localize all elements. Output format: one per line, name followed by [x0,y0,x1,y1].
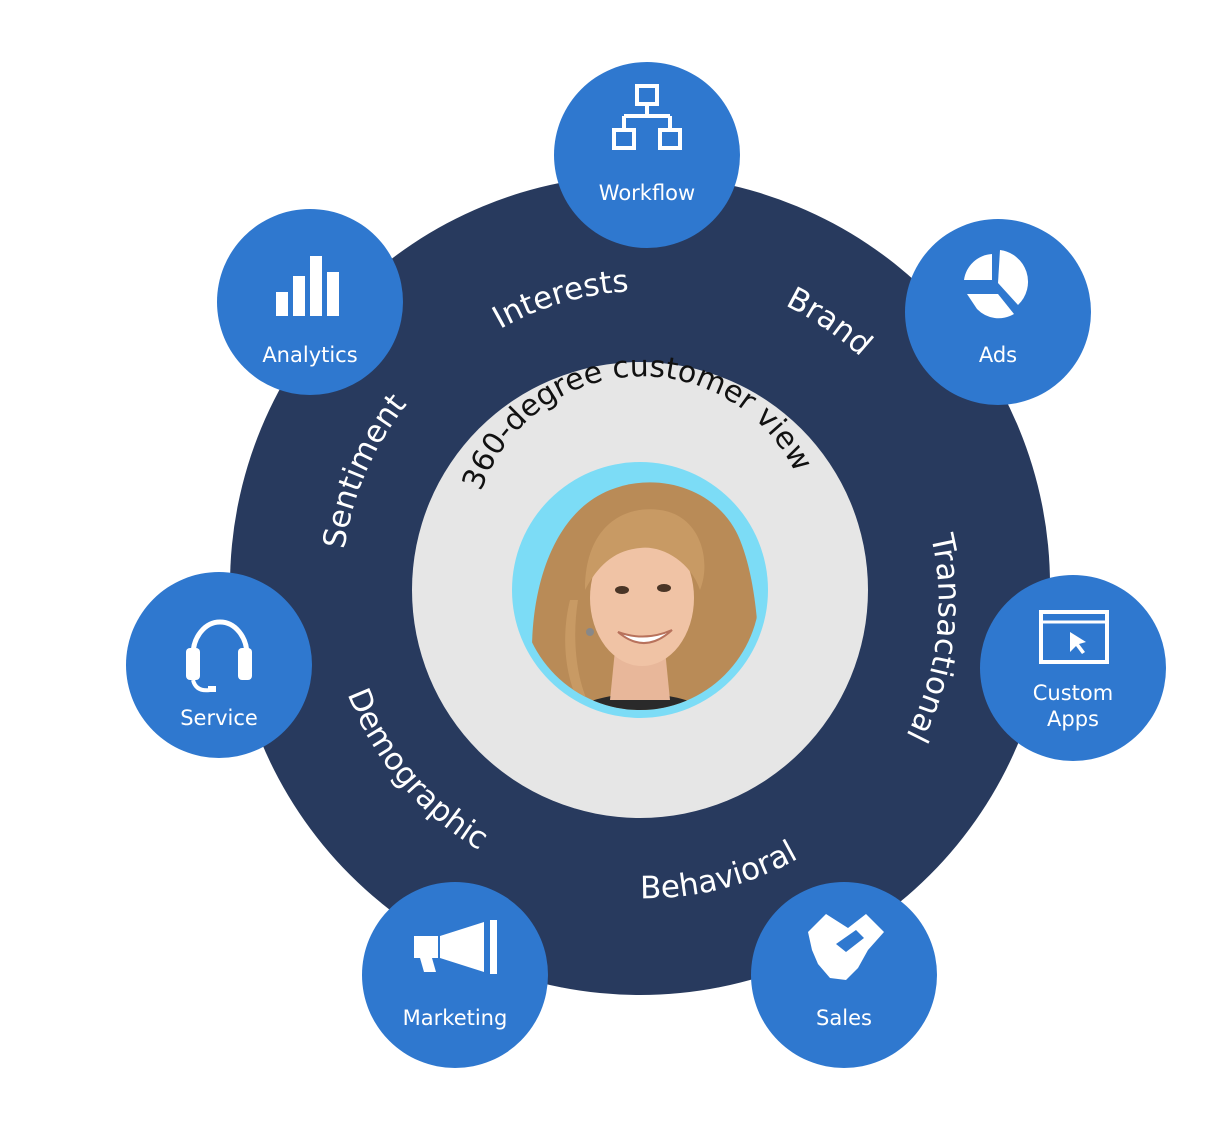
customer-photo [512,462,768,718]
node-ads[interactable]: Ads [905,219,1091,405]
node-custom-apps[interactable]: Custom Apps [980,575,1166,761]
node-custom-apps-label-2: Apps [1047,707,1099,731]
headset-icon [186,619,252,693]
node-analytics-label: Analytics [262,343,357,367]
node-sales-label: Sales [816,1006,872,1030]
node-ads-label: Ads [979,343,1017,367]
node-marketing-label: Marketing [403,1006,508,1030]
pie-chart-icon [964,250,1029,319]
node-sales[interactable]: Sales [751,882,937,1068]
node-custom-apps-label-1: Custom [1033,681,1113,705]
node-workflow-label: Workflow [599,181,695,205]
screen-cursor-icon [1039,610,1109,664]
node-service-label: Service [180,706,258,730]
bar-chart-icon [276,256,339,316]
node-analytics[interactable]: Analytics [217,209,403,395]
handshake-icon [808,914,884,980]
node-marketing[interactable]: Marketing [362,882,548,1068]
org-chart-icon [612,84,682,150]
node-service[interactable]: Service [126,572,312,758]
node-workflow[interactable]: Workflow [554,62,740,248]
megaphone-icon [414,920,497,974]
